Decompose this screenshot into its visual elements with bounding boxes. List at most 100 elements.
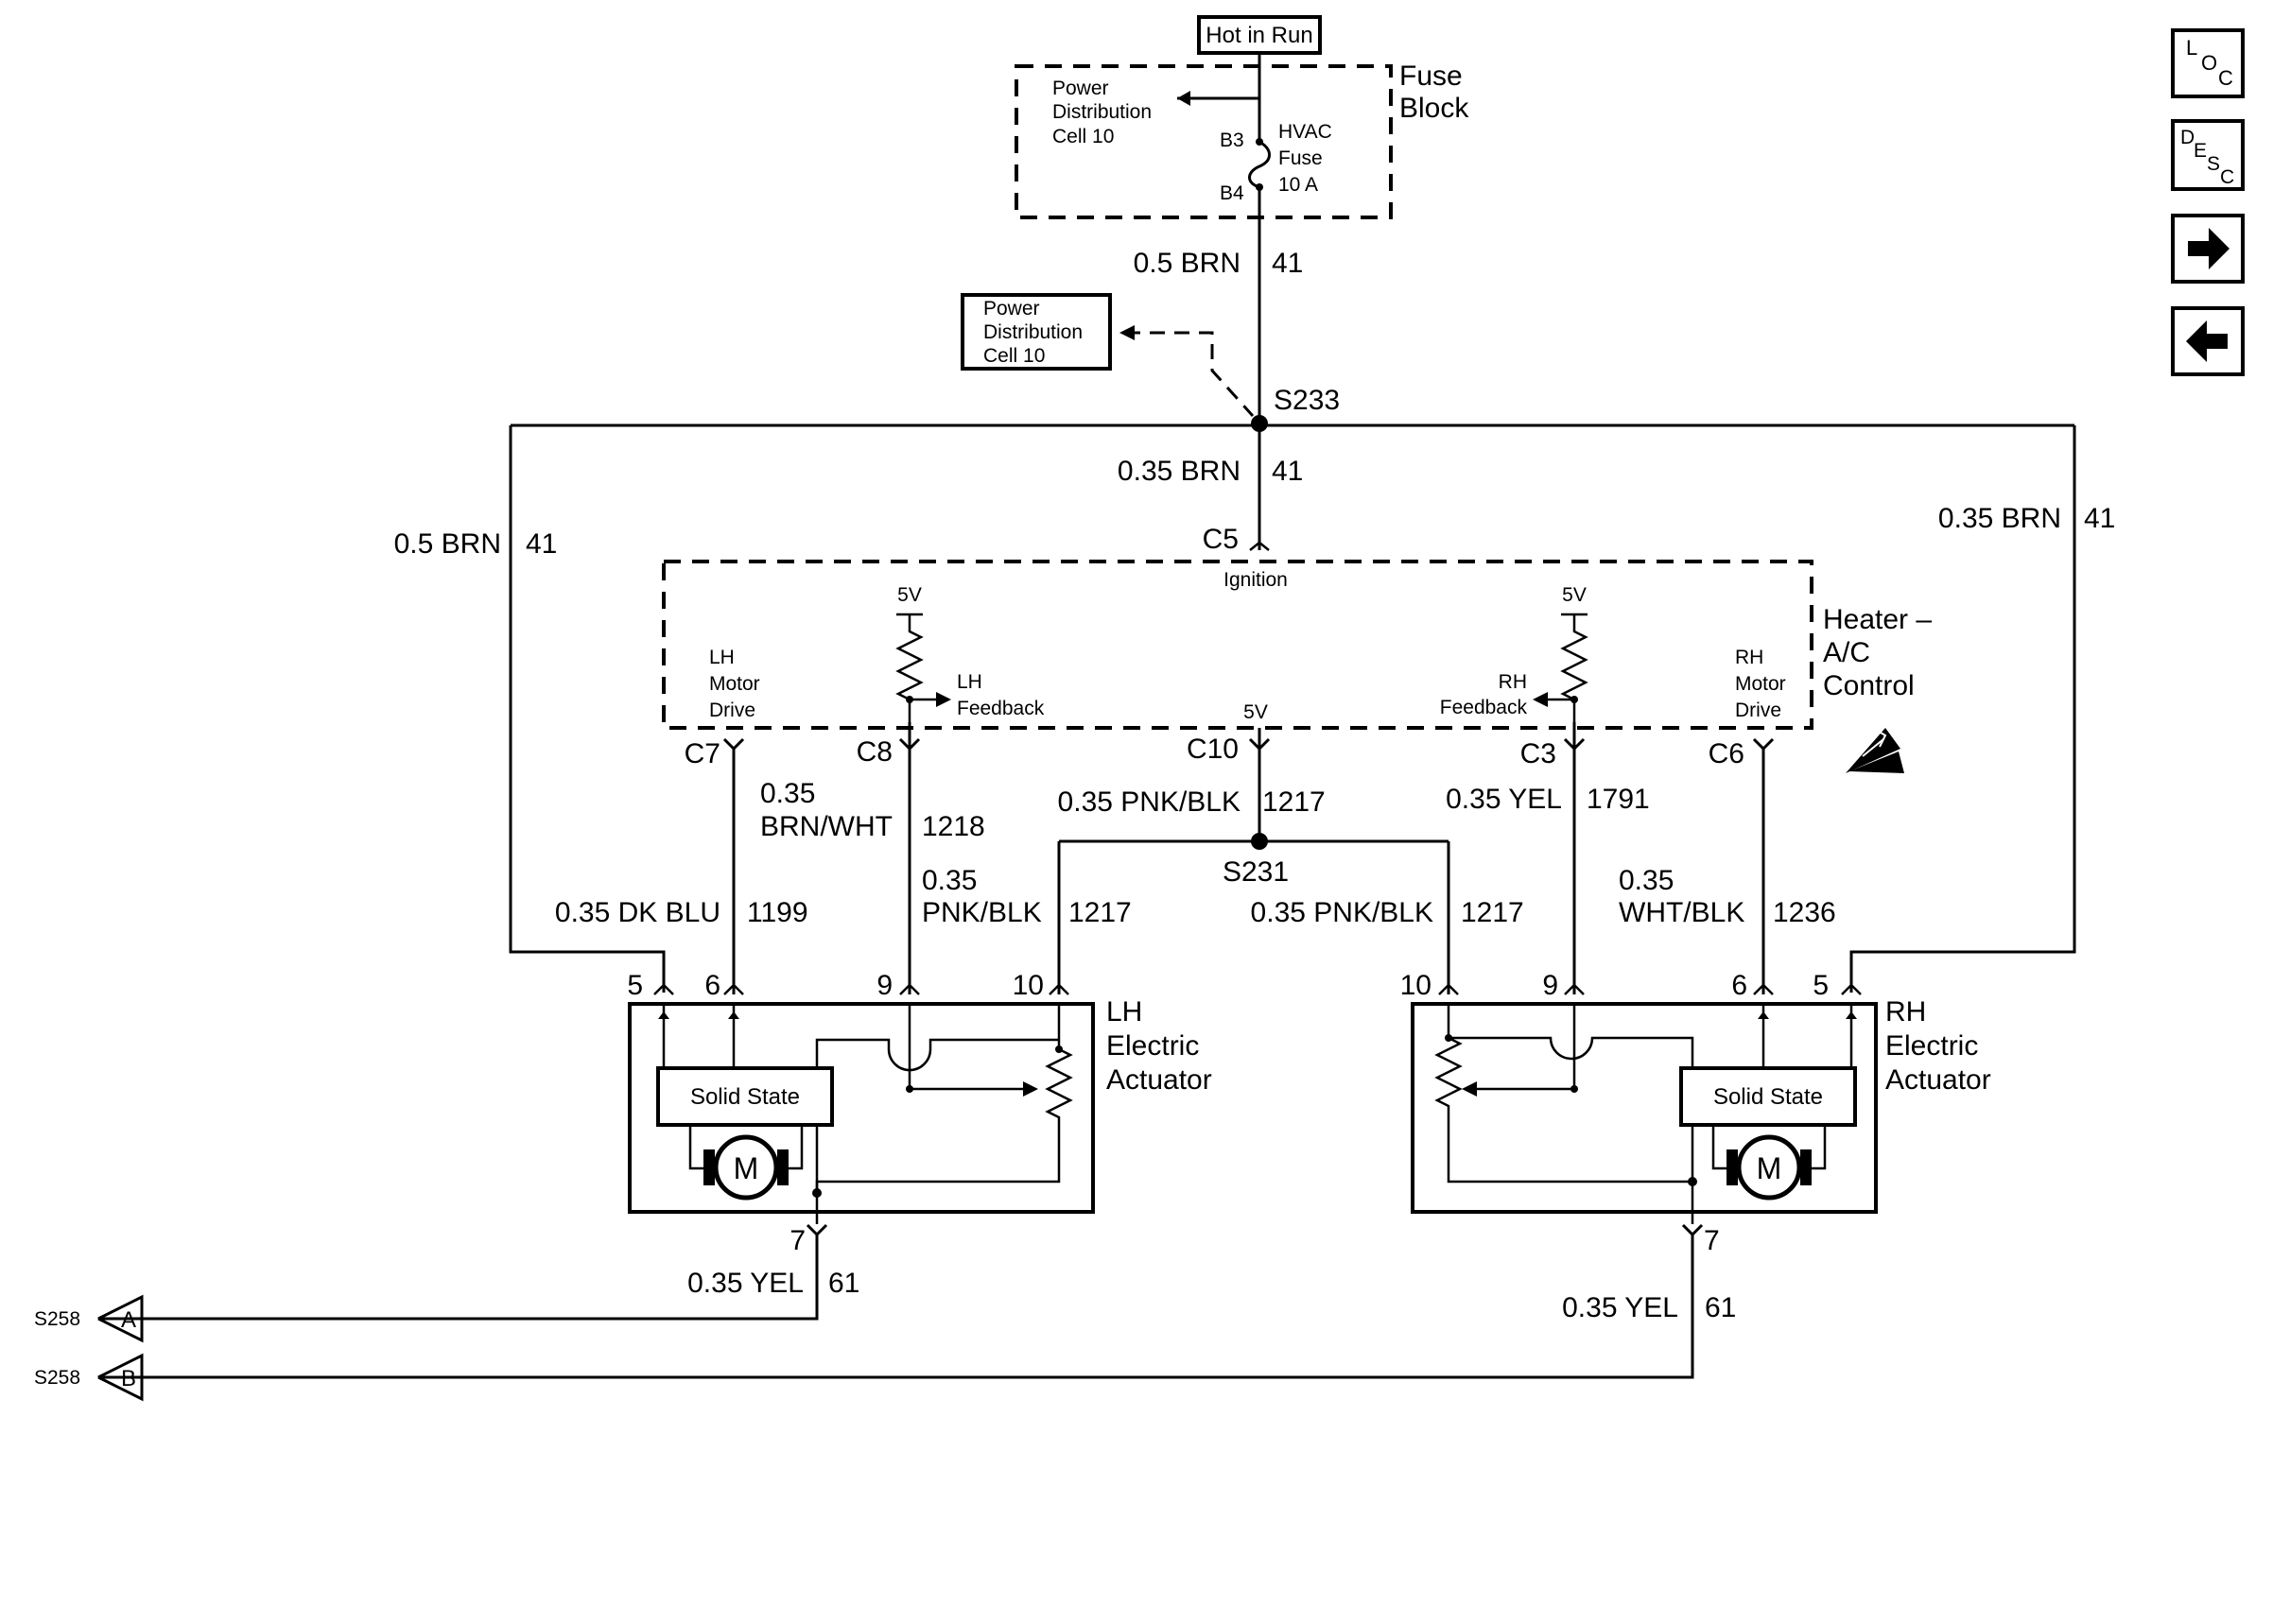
fuse-pin-b4: B4 <box>1220 182 1244 204</box>
ground-ref-a: S258 A <box>34 1294 144 1343</box>
rh-solid-state-label: Solid State <box>1713 1084 1823 1110</box>
lh-ref-gauge-2: PNK/BLK <box>922 897 1042 928</box>
power-distribution-box: Power Distribution Cell 10 <box>961 293 1112 371</box>
next-button[interactable] <box>2171 214 2245 284</box>
lh-actuator-title-1: LH <box>1106 996 1142 1028</box>
left-feed-gauge: 0.5 BRN <box>394 528 501 560</box>
power-distribution-label-1: Power <box>983 298 1040 320</box>
lh-motor-symbol <box>713 1134 779 1201</box>
lh-actuator-title-2: Electric <box>1106 1030 1199 1062</box>
splice-s233-label: S233 <box>1274 385 1340 416</box>
lh-pot-arrow-icon <box>1023 1081 1038 1097</box>
lh-solid-state-label: Solid State <box>690 1084 800 1110</box>
hvac-fuse-label-1: HVAC <box>1278 121 1332 143</box>
rh-feedback-resistor <box>1560 613 1588 722</box>
lh-motor-circuit: 1199 <box>747 897 808 928</box>
rh-motor-gauge-2: WHT/BLK <box>1619 897 1744 928</box>
ground-ref-a-splice: S258 <box>34 1308 80 1330</box>
loc-letter-l: L <box>2186 36 2197 60</box>
fuse-block-title-1: Fuse <box>1399 60 1463 92</box>
rh-motor-drive-2: Motor <box>1735 673 1786 695</box>
rh-motor-leads <box>1711 1125 1827 1170</box>
rh-feedback-label-1: RH <box>1499 671 1527 693</box>
lh-feedback-label-1: LH <box>957 671 982 693</box>
connector-c5-label: C5 <box>1203 524 1239 555</box>
rh-motor-wire <box>1752 737 1775 994</box>
rh-motor-drive-1: RH <box>1735 647 1763 668</box>
splice-s231-label: S231 <box>1223 856 1289 888</box>
lh-motor-drive-1: LH <box>709 647 735 668</box>
rh-pot-arrow-icon <box>1462 1081 1477 1097</box>
rh-feedback-node <box>1570 696 1578 703</box>
lh-pot-node <box>906 1085 913 1093</box>
main-feed-circuit: 41 <box>1272 248 1303 279</box>
power-distribution-reference-line <box>1125 331 1255 418</box>
rh-motor-circuit: 1236 <box>1773 897 1836 928</box>
rh-feedback-circuit: 1791 <box>1587 784 1650 815</box>
rh-solid-state-box <box>1679 1066 1857 1127</box>
control-title-2: A/C <box>1823 637 1870 668</box>
lh-feedback-circuit: 1218 <box>922 811 985 842</box>
rh-ground-node <box>1688 1177 1697 1186</box>
rh-ref-gauge: 0.35 PNK/BLK <box>1251 897 1433 928</box>
desc-letter-e: E <box>2194 140 2207 162</box>
lh-pin-6: 6 <box>704 970 720 1001</box>
lh-ref-gauge-1: 0.35 <box>922 865 977 896</box>
desc-button[interactable]: D E S C <box>2171 119 2245 191</box>
lh-pin-7: 7 <box>789 1225 806 1256</box>
connector-c7-label: C7 <box>685 738 720 769</box>
rh-5v-label: 5V <box>1562 584 1587 606</box>
hvac-fuse-symbol <box>1248 140 1271 189</box>
lh-motor-wire <box>722 737 745 994</box>
fuse-block-title-2: Block <box>1399 93 1469 124</box>
rh-feedback-gauge: 0.35 YEL <box>1446 784 1562 815</box>
lh-feedback-node <box>906 696 913 703</box>
rh-actuator-title-1: RH <box>1885 996 1926 1028</box>
lh-ground-gauge: 0.35 YEL <box>687 1268 804 1299</box>
rh-motor-drive-3: Drive <box>1735 700 1781 721</box>
fuse-power-dist-3: Cell 10 <box>1052 126 1114 147</box>
rh-electric-actuator: RH Electric Actuator 10 9 6 5 7 Solid St… <box>1400 970 1991 1256</box>
right-feed-gauge: 0.35 BRN <box>1938 503 2061 534</box>
lh-motor-drive-3: Drive <box>709 700 755 721</box>
rh-motor-brush-r <box>1800 1149 1812 1185</box>
rh-pin-9: 9 <box>1542 970 1558 1001</box>
ref-main-gauge: 0.35 PNK/BLK <box>1058 786 1241 818</box>
lh-feedback-gauge-2: BRN/WHT <box>760 811 893 842</box>
right-feed-wire <box>1849 425 2076 993</box>
hot-in-run-label: Hot in Run <box>1206 23 1312 48</box>
lh-motor-drive-2: Motor <box>709 673 760 695</box>
lh-pot-top-node <box>1055 1045 1063 1053</box>
previous-button[interactable] <box>2171 306 2245 376</box>
ground-ref-b-splice: S258 <box>34 1367 80 1389</box>
rh-actuator-title-3: Actuator <box>1885 1064 1991 1096</box>
rh-motor-symbol <box>1736 1134 1802 1201</box>
rh-feedback-arrow-icon <box>1533 692 1548 707</box>
lh-solid-state-arrows <box>658 1011 739 1019</box>
control-feed-gauge: 0.35 BRN <box>1118 456 1241 487</box>
hvac-fuse-label-3: 10 A <box>1278 174 1318 196</box>
lh-feedback-gauge-1: 0.35 <box>760 778 815 809</box>
rh-motor-gauge-1: 0.35 <box>1619 865 1674 896</box>
fuse-power-dist-1: Power <box>1052 78 1109 99</box>
fuse-pin-b3: B3 <box>1220 130 1244 151</box>
loc-button[interactable]: L O C <box>2171 28 2245 98</box>
rh-pot-node <box>1570 1085 1578 1093</box>
lh-actuator-title-3: Actuator <box>1106 1064 1212 1096</box>
esd-sensitive-icon <box>1846 728 1904 773</box>
rh-ground-wire <box>142 1223 1704 1379</box>
lh-pin-9: 9 <box>876 970 893 1001</box>
lh-pin-5: 5 <box>627 970 643 1001</box>
rh-pin-10: 10 <box>1400 970 1431 1001</box>
ground-ref-b: S258 B <box>34 1353 144 1402</box>
rh-motor-brush-l <box>1726 1149 1738 1185</box>
connector-c10-label: C10 <box>1187 734 1239 765</box>
lh-ground-node <box>812 1188 822 1198</box>
left-feed-circuit: 41 <box>526 528 557 560</box>
rh-ref-circuit: 1217 <box>1461 897 1524 928</box>
c10-5v-label: 5V <box>1243 701 1268 723</box>
power-distribution-ref-arrow-icon <box>1119 325 1135 340</box>
rh-ground-circuit: 61 <box>1705 1292 1736 1323</box>
lh-motor-gauge: 0.35 DK BLU <box>555 897 720 928</box>
